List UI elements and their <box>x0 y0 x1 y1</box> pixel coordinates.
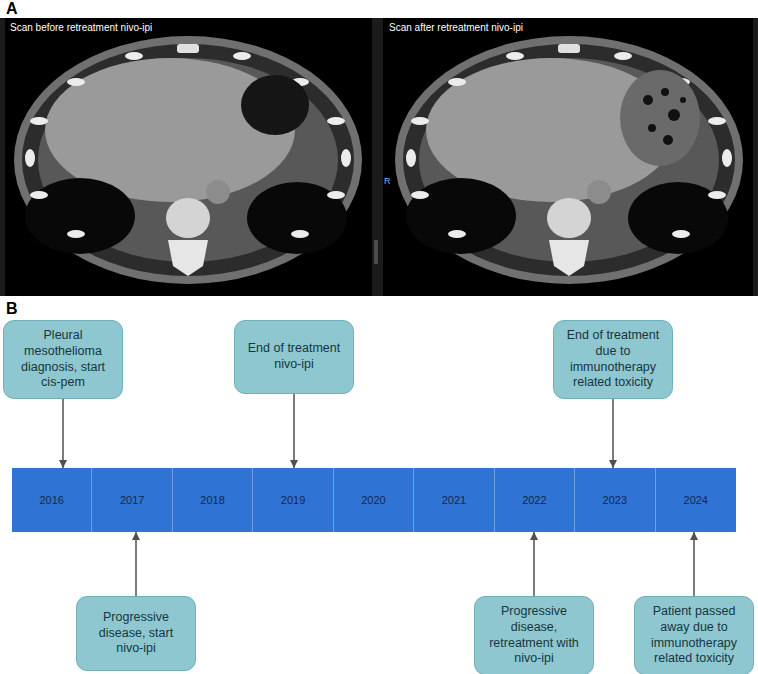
year-label: 2021 <box>442 494 466 506</box>
event-box: Patient passed away due to immunotherapy… <box>634 596 754 674</box>
timeline-arrow <box>612 399 614 468</box>
event-text: End of treatment due to immunotherapy re… <box>561 328 665 391</box>
event-text: Patient passed away due to immunotherapy… <box>642 604 746 667</box>
event-box: Progressive disease, start nivo-ipi <box>76 596 196 671</box>
timeline-arrow <box>62 399 64 468</box>
year-cell: 2023 <box>575 468 655 532</box>
year-label: 2017 <box>120 494 144 506</box>
orientation-mark: R <box>384 176 391 186</box>
year-label: 2019 <box>281 494 305 506</box>
scan-caption: Scan after retreatment nivo-ipi <box>389 22 523 33</box>
year-label: 2022 <box>522 494 546 506</box>
event-box: Progressive disease, retreatment with ni… <box>474 596 594 674</box>
timeline-arrow <box>693 532 695 596</box>
event-box: End of treatment nivo-ipi <box>234 320 354 394</box>
year-cell: 2020 <box>334 468 414 532</box>
year-cell: 2019 <box>253 468 333 532</box>
event-text: Pleural mesothelioma diagnosis, start ci… <box>11 328 115 391</box>
panel-letter: A <box>6 0 18 18</box>
year-cell: 2018 <box>173 468 253 532</box>
year-label: 2023 <box>603 494 627 506</box>
year-cell: 2024 <box>656 468 736 532</box>
year-cell: 2016 <box>12 468 92 532</box>
event-box: End of treatment due to immunotherapy re… <box>553 320 673 399</box>
timeline-arrow <box>293 394 295 468</box>
year-label: 2020 <box>361 494 385 506</box>
event-text: Progressive disease, retreatment with ni… <box>482 604 586 667</box>
year-label: 2018 <box>200 494 224 506</box>
timeline-arrow <box>135 532 137 596</box>
event-text: Progressive disease, start nivo-ipi <box>84 610 188 657</box>
event-text: End of treatment nivo-ipi <box>242 341 346 372</box>
year-cell: 2022 <box>495 468 575 532</box>
event-box: Pleural mesothelioma diagnosis, start ci… <box>3 320 123 399</box>
year-label: 2024 <box>684 494 708 506</box>
scan-caption: Scan before retreatment nivo-ipi <box>10 22 152 33</box>
year-cell: 2021 <box>414 468 494 532</box>
timeline-arrow <box>533 532 535 596</box>
panel-letter: B <box>6 300 18 318</box>
year-label: 2016 <box>39 494 63 506</box>
year-cell: 2017 <box>92 468 172 532</box>
